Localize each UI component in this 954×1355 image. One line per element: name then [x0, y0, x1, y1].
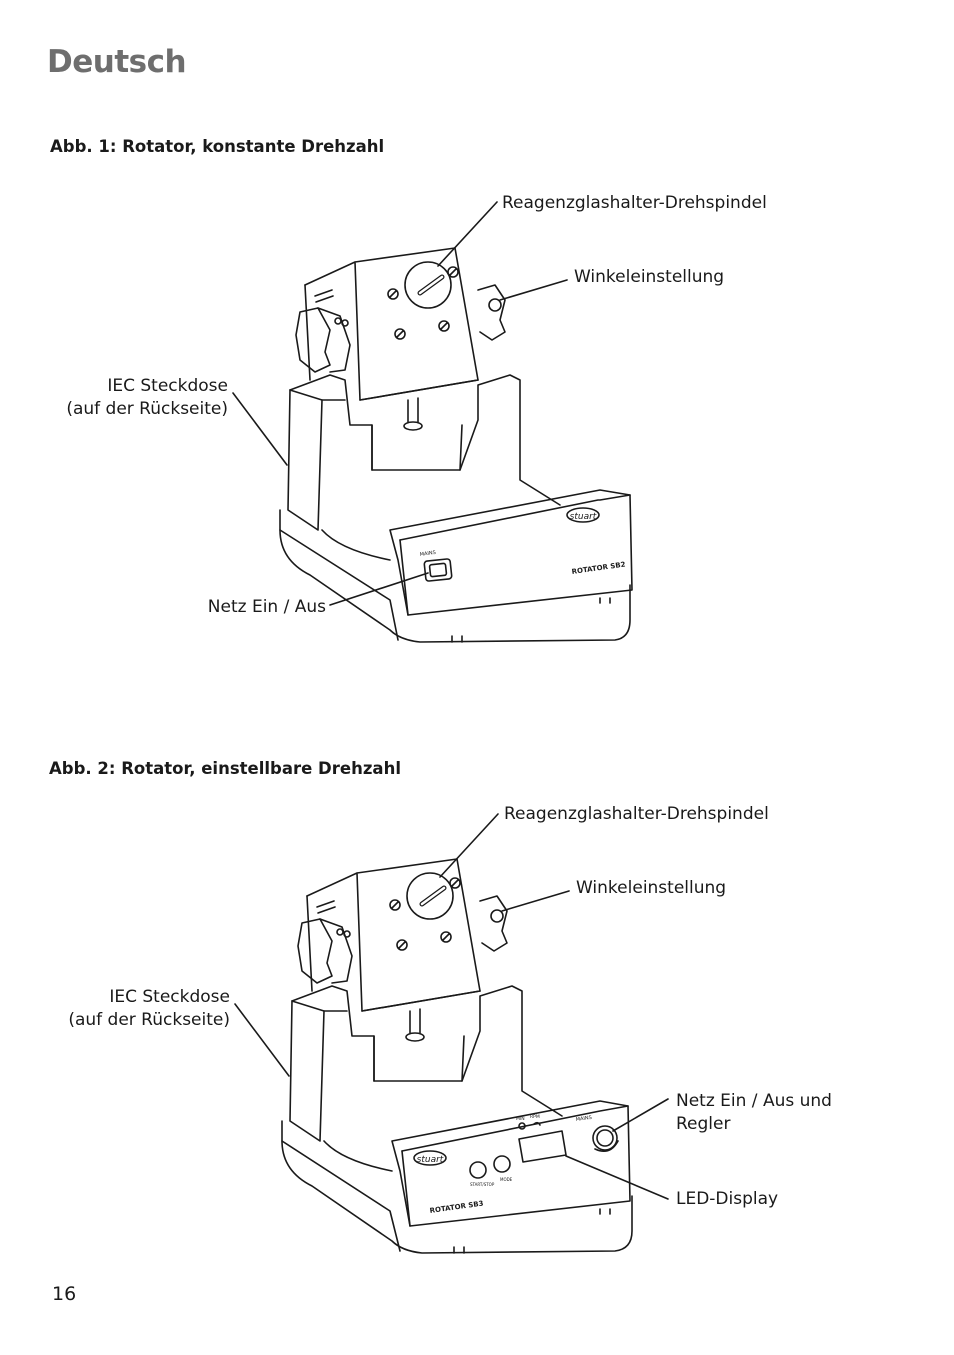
figure-2-button-start-stop-label: START/STOP	[470, 1182, 495, 1187]
figure-1-label-angle: Winkeleinstellung	[574, 267, 725, 287]
figure-1-label-power: Netz Ein / Aus	[207, 597, 326, 617]
figure-2-button-mode-label: MODE	[500, 1177, 513, 1182]
page-number: 16	[52, 1283, 77, 1305]
figure-2-illustration: stuart ROTATOR SB3 MAINS MIN RPM START/S…	[0, 611, 954, 1311]
page-title: Deutsch	[47, 44, 187, 80]
figure-2-model-name: ROTATOR SB3	[429, 1199, 484, 1214]
figure-2-label-power-line1: Netz Ein / Aus und	[676, 1091, 832, 1111]
figure-1-label-spindle: Reagenzglashalter-Drehspindel	[502, 193, 767, 213]
figure-1-label-socket-line2: (auf der Rückseite)	[66, 399, 228, 419]
figure-1-model-name: ROTATOR SB2	[571, 560, 626, 575]
figure-2-brand-logo: stuart	[417, 1155, 444, 1165]
figure-2-display-label-rpm: RPM	[530, 1114, 540, 1120]
figure-1-caption: Abb. 1: Rotator, konstante Drehzahl	[50, 137, 385, 156]
figure-2-label-display: LED-Display	[676, 1189, 779, 1209]
figure-1-brand-logo: stuart	[570, 512, 597, 522]
figure-2-label-socket: IEC Steckdose (auf der Rückseite)	[62, 986, 230, 1032]
figure-2-label-socket-line1: IEC Steckdose	[109, 987, 230, 1007]
figure-2-label-power-line2: Regler	[676, 1114, 731, 1134]
figure-1-illustration: stuart ROTATOR SB2 MAINS	[0, 0, 954, 700]
figure-1-label-socket-line1: IEC Steckdose	[107, 376, 228, 396]
figure-2-display-label-min: MIN	[516, 1116, 525, 1122]
figure-2-label-power-control: Netz Ein / Aus und Regler	[676, 1090, 832, 1136]
figure-1-switch-label: MAINS	[419, 550, 436, 558]
figure-2-label-socket-line2: (auf der Rückseite)	[68, 1010, 230, 1030]
figure-2-caption: Abb. 2: Rotator, einstellbare Drehzahl	[49, 759, 401, 778]
figure-2-switch-label: MAINS	[575, 1115, 592, 1123]
figure-2-label-angle: Winkeleinstellung	[576, 878, 727, 898]
figure-1-label-socket: IEC Steckdose (auf der Rückseite)	[60, 375, 228, 421]
figure-2-label-spindle: Reagenzglashalter-Drehspindel	[504, 804, 769, 824]
